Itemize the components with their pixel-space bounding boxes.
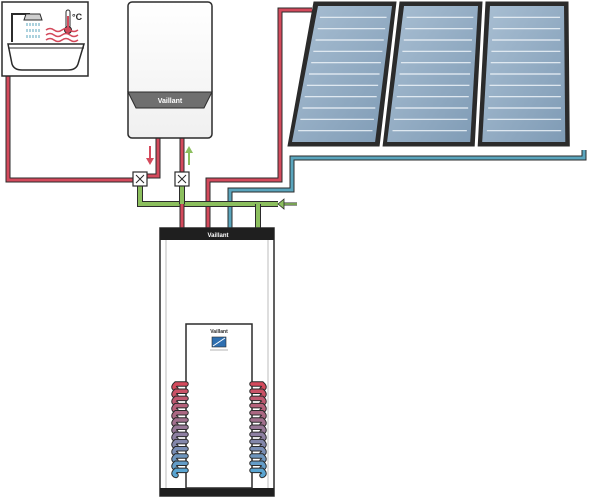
mixing-valve-right <box>174 171 190 187</box>
hot-water-cylinder: Vaillant Vaillant <box>159 227 275 497</box>
solar-cold-return-pipe <box>227 150 587 338</box>
temperature-unit-label: °C <box>72 12 83 22</box>
mixing-valve-left <box>132 171 148 187</box>
controller-brand-label: Vaillant <box>210 329 228 335</box>
solar-panel-3 <box>477 1 570 147</box>
controller-housing <box>185 323 253 489</box>
cylinder-brand-label: Vaillant <box>207 233 228 239</box>
heating-coil-right <box>249 381 267 479</box>
solar-panel-2 <box>382 1 483 147</box>
left-arrow-icon <box>277 198 297 210</box>
hot-pipe-bath <box>5 75 135 183</box>
bathtub-icon <box>7 43 86 71</box>
boiler-brand-label: Vaillant <box>158 98 183 105</box>
shower-head-icon <box>11 13 43 42</box>
solar-panel-array <box>287 1 570 147</box>
heat-waves-icon <box>45 27 79 43</box>
down-arrow-icon <box>146 146 154 165</box>
boiler: Vaillant <box>127 1 213 139</box>
bath-panel: °C <box>1 1 89 77</box>
heating-coil-left <box>171 381 189 479</box>
pipe-network <box>5 7 587 338</box>
solar-panel-1 <box>287 1 397 147</box>
up-arrow-icon <box>185 146 193 165</box>
